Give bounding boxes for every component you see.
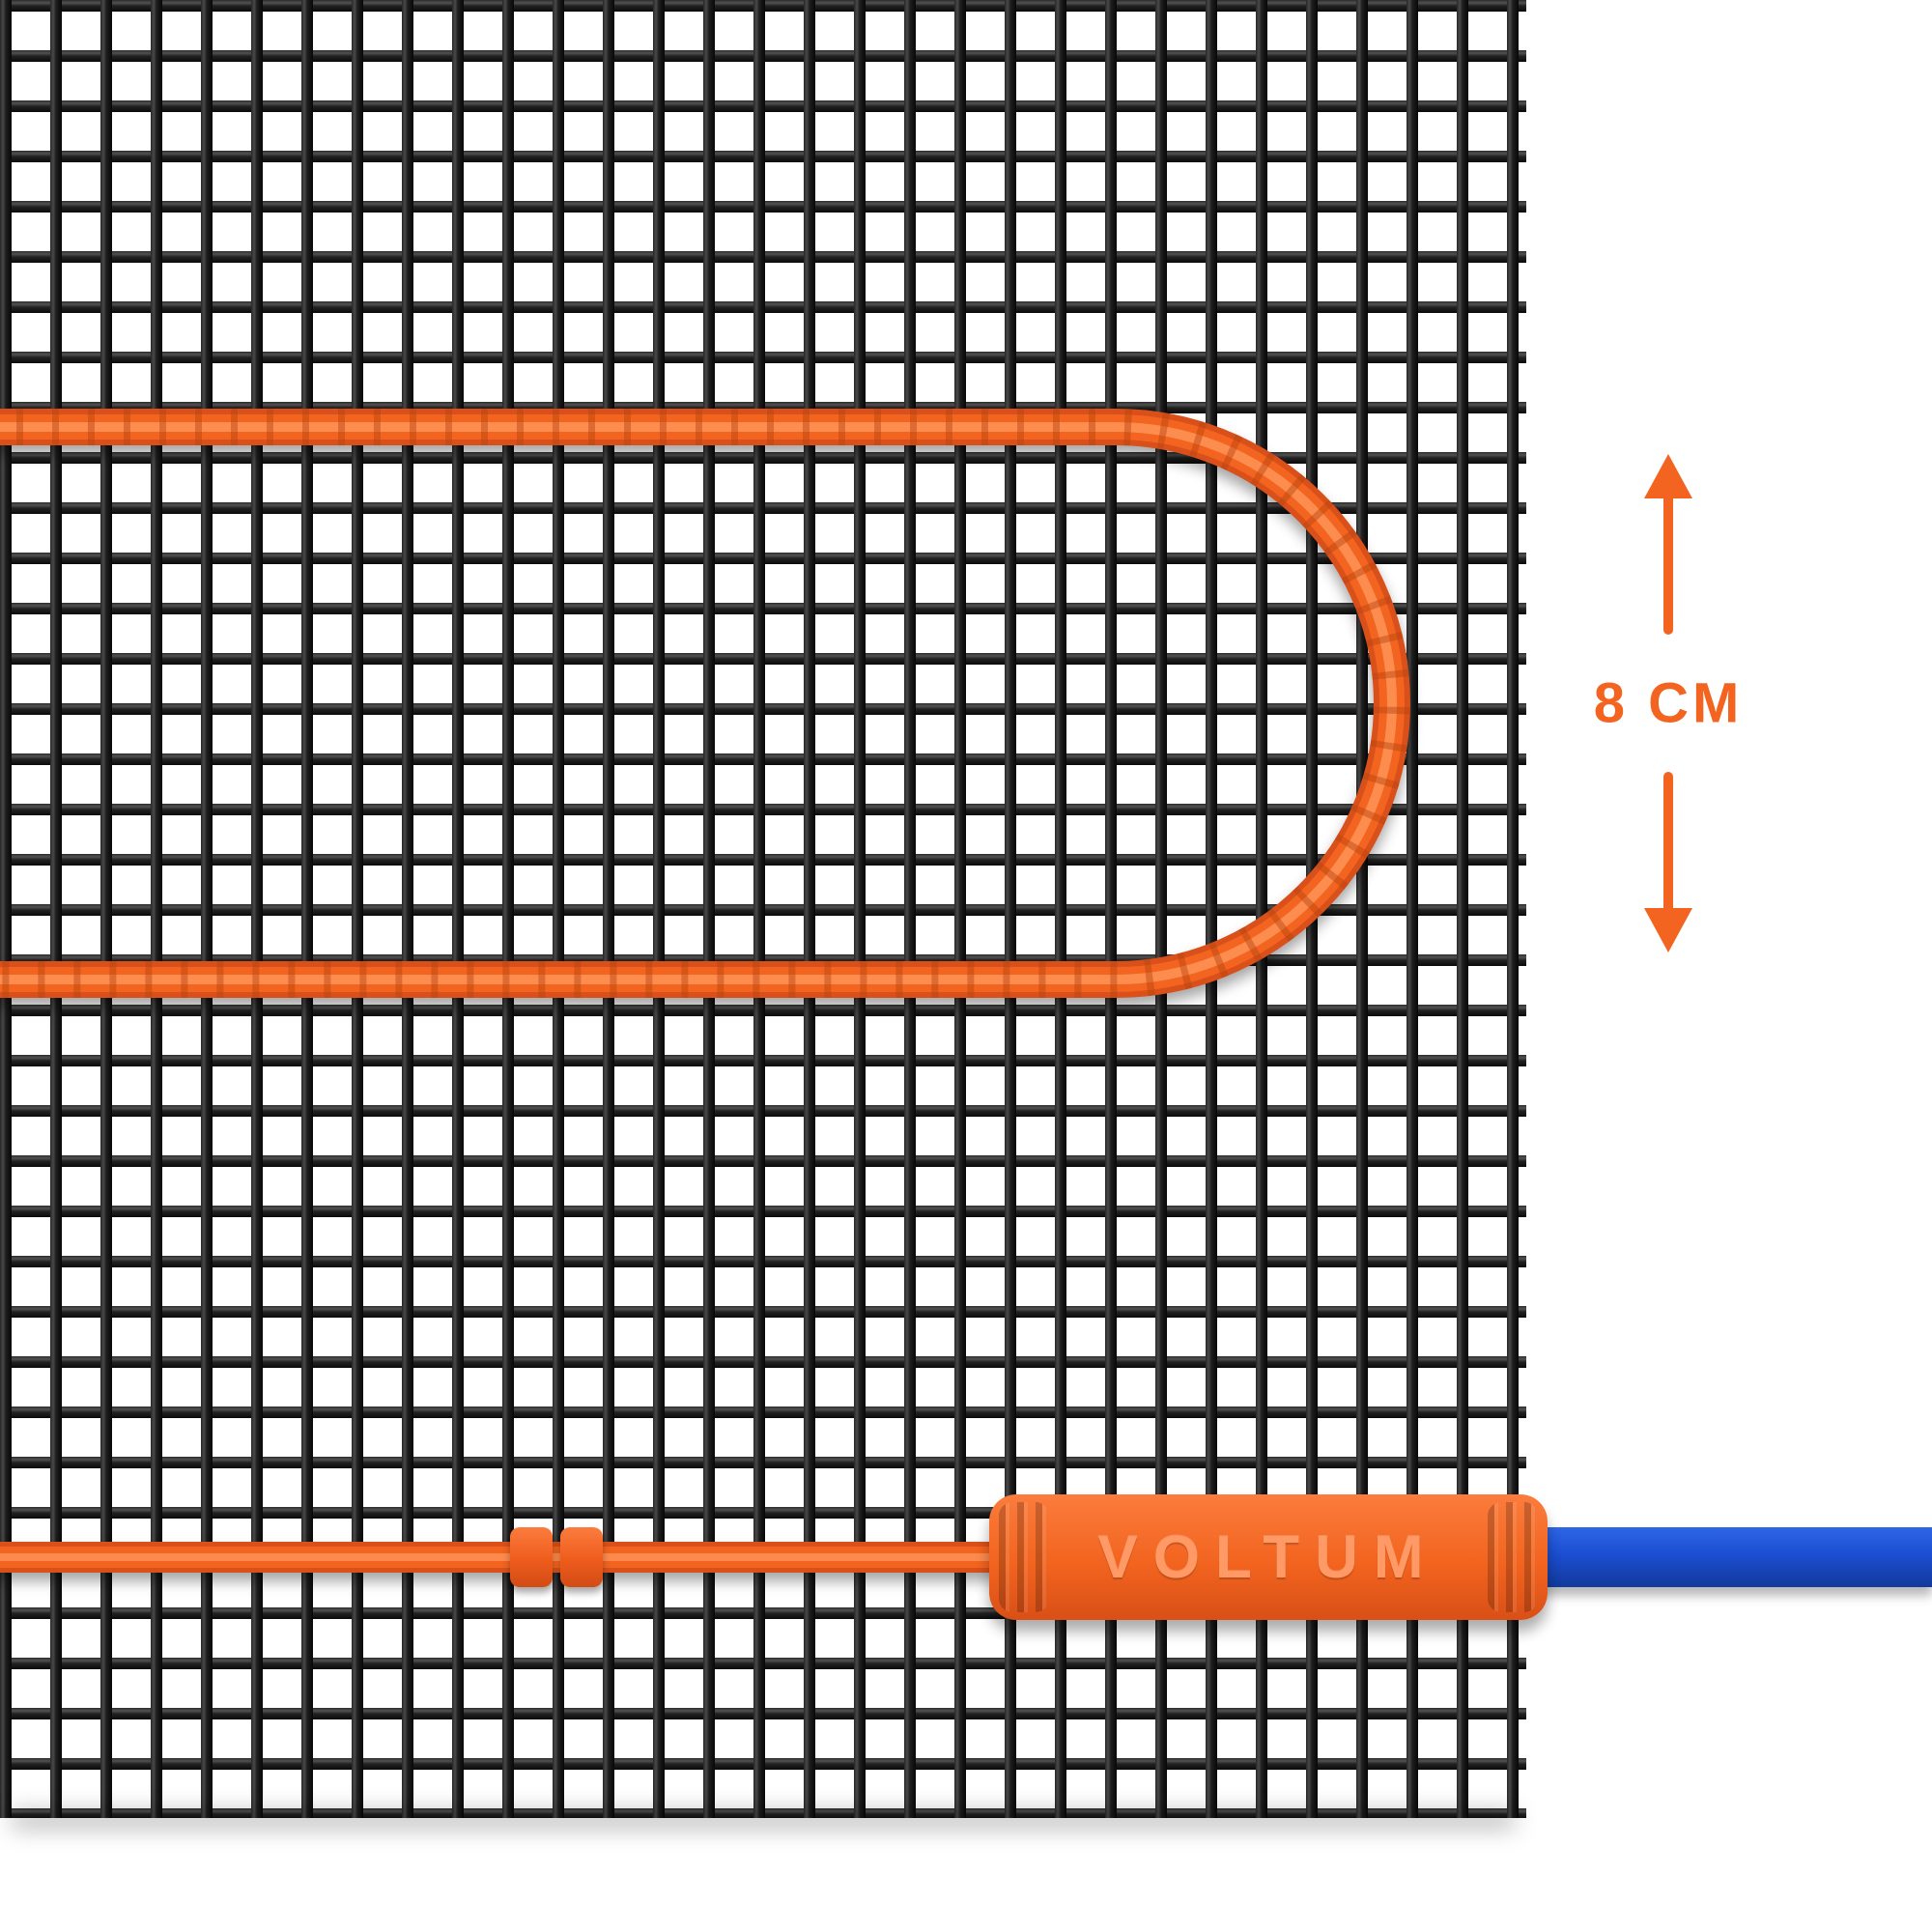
cable-splice-clip bbox=[510, 1527, 553, 1587]
dimension-label: 8 CM bbox=[1593, 671, 1744, 735]
dimension-arrow bbox=[1644, 454, 1692, 952]
cable-splice-clip bbox=[560, 1527, 603, 1587]
blue-power-lead bbox=[1507, 1527, 1932, 1587]
heating-cable-loop bbox=[0, 409, 1410, 998]
connector-sleeve: VOLTUM bbox=[989, 1494, 1548, 1620]
mesh-bottom-shadow bbox=[12, 1812, 1515, 1828]
arrow-up-icon bbox=[1644, 454, 1692, 498]
cable-braid-texture bbox=[0, 409, 1410, 998]
arrow-down-icon bbox=[1644, 908, 1692, 952]
brand-label: VOLTUM bbox=[1097, 1523, 1439, 1591]
